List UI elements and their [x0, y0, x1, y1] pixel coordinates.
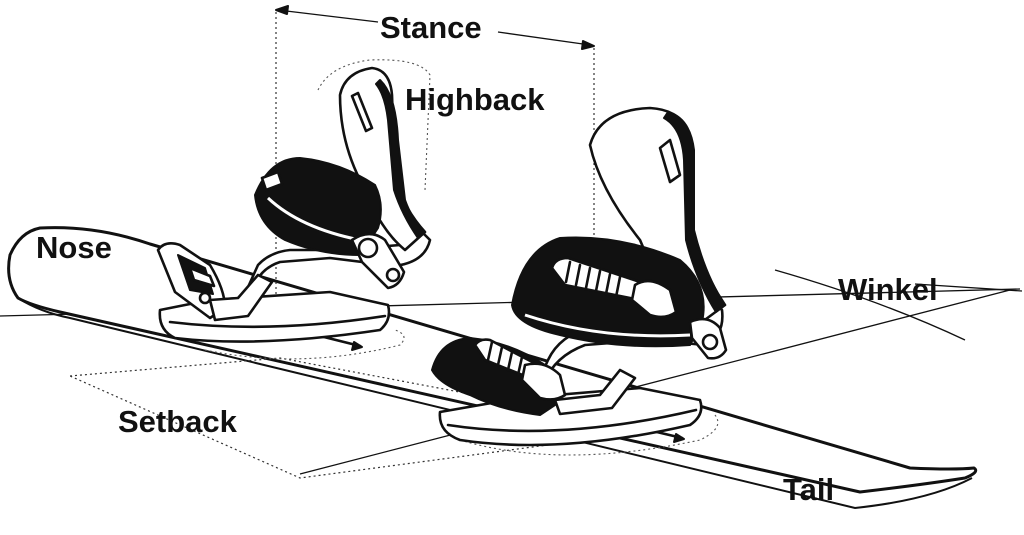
rear-binding [431, 106, 728, 447]
rear-highback-slot [658, 138, 682, 184]
rear-rotation-arrowhead [673, 433, 685, 443]
label-nose: Nose [36, 230, 112, 265]
front-strap-adjuster [260, 170, 284, 192]
setback-outline [69, 357, 661, 479]
label-tail: Tail [783, 472, 834, 507]
winkel-leader-line [914, 283, 1023, 292]
stance-arrow-right [497, 31, 591, 46]
front-highback-slot [350, 91, 374, 133]
label-setback: Setback [118, 404, 238, 439]
rear-base-shadow [459, 414, 719, 456]
front-ratchet-pivot [357, 237, 379, 259]
rear-toe-buckle [520, 362, 567, 401]
front-toe-buckle [188, 266, 216, 288]
label-stance: Stance [380, 10, 482, 45]
stance-arrow-left [277, 9, 379, 23]
label-winkel: Winkel [838, 272, 938, 307]
front-base-shadow [204, 329, 405, 360]
front-binding [156, 66, 432, 343]
front-rotation-arrowhead [351, 341, 363, 351]
rear-ankle-buckle [630, 279, 678, 319]
rear-ankle-strap-padding [524, 313, 691, 338]
front-highback-spine [375, 79, 426, 239]
front-baseplate-edge [168, 314, 387, 329]
rear-baseplate-edge [446, 408, 698, 433]
label-highback: Highback [405, 82, 545, 117]
front-ankle-strap-padding [266, 196, 361, 242]
front-toe-rivet [198, 291, 212, 305]
winkel-angle-line [299, 289, 1011, 475]
front-side-frame [208, 273, 274, 322]
front-ratchet-knob [385, 267, 401, 283]
stance-arrowhead-right [581, 40, 595, 50]
snowboard-sidewall [17, 297, 973, 510]
stance-arrowhead-left [275, 5, 289, 15]
front-ankle-strap [254, 157, 382, 256]
rear-side-frame [553, 368, 637, 416]
rear-highback-spine [663, 111, 726, 313]
rear-toe-ladder-teeth [486, 340, 524, 377]
winkel-arc [774, 269, 966, 341]
rear-ankle-ladder-teeth [564, 260, 622, 299]
diagram-labels: Stance Highback Nose Winkel Setback Tail [36, 10, 938, 507]
rear-ratchet-knob [701, 333, 719, 351]
